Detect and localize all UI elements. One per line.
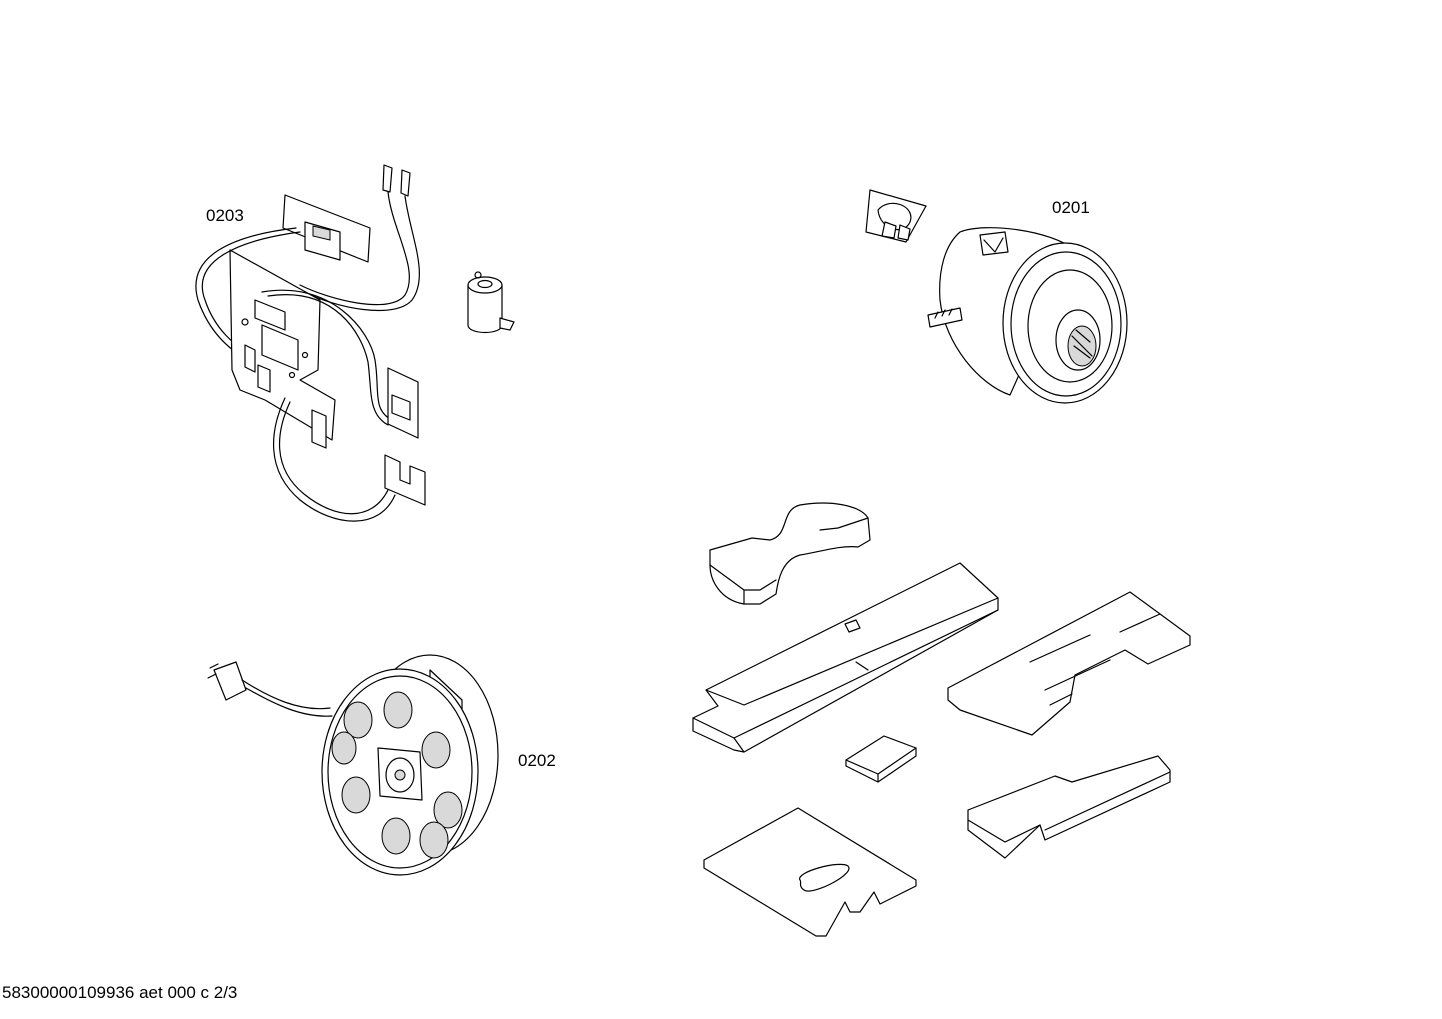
label-motor: 0201 — [1052, 198, 1090, 217]
foam-pads — [692, 502, 1191, 937]
drawing-footer-id: 58300000109936 aet 000 c 2/3 — [2, 983, 238, 1002]
electronics-assembly — [195, 164, 426, 522]
motor-connector — [927, 307, 963, 328]
terminal-bracket — [384, 454, 426, 506]
motor-fan-disc — [1002, 242, 1128, 404]
relay-block — [261, 324, 299, 371]
terminal-right — [400, 169, 411, 197]
pad-long-strip — [692, 562, 999, 753]
pad-curved — [709, 502, 871, 605]
motor-assembly — [865, 189, 1128, 404]
capacitor — [467, 271, 515, 334]
cable-reel-assembly — [207, 654, 499, 876]
label-electronics: 0203 — [206, 206, 244, 225]
terminal-left — [382, 164, 393, 193]
mains-plug — [213, 661, 247, 701]
label-cable-reel: 0202 — [518, 751, 556, 770]
pad-lower-right — [967, 755, 1171, 859]
pad-small — [845, 735, 917, 783]
